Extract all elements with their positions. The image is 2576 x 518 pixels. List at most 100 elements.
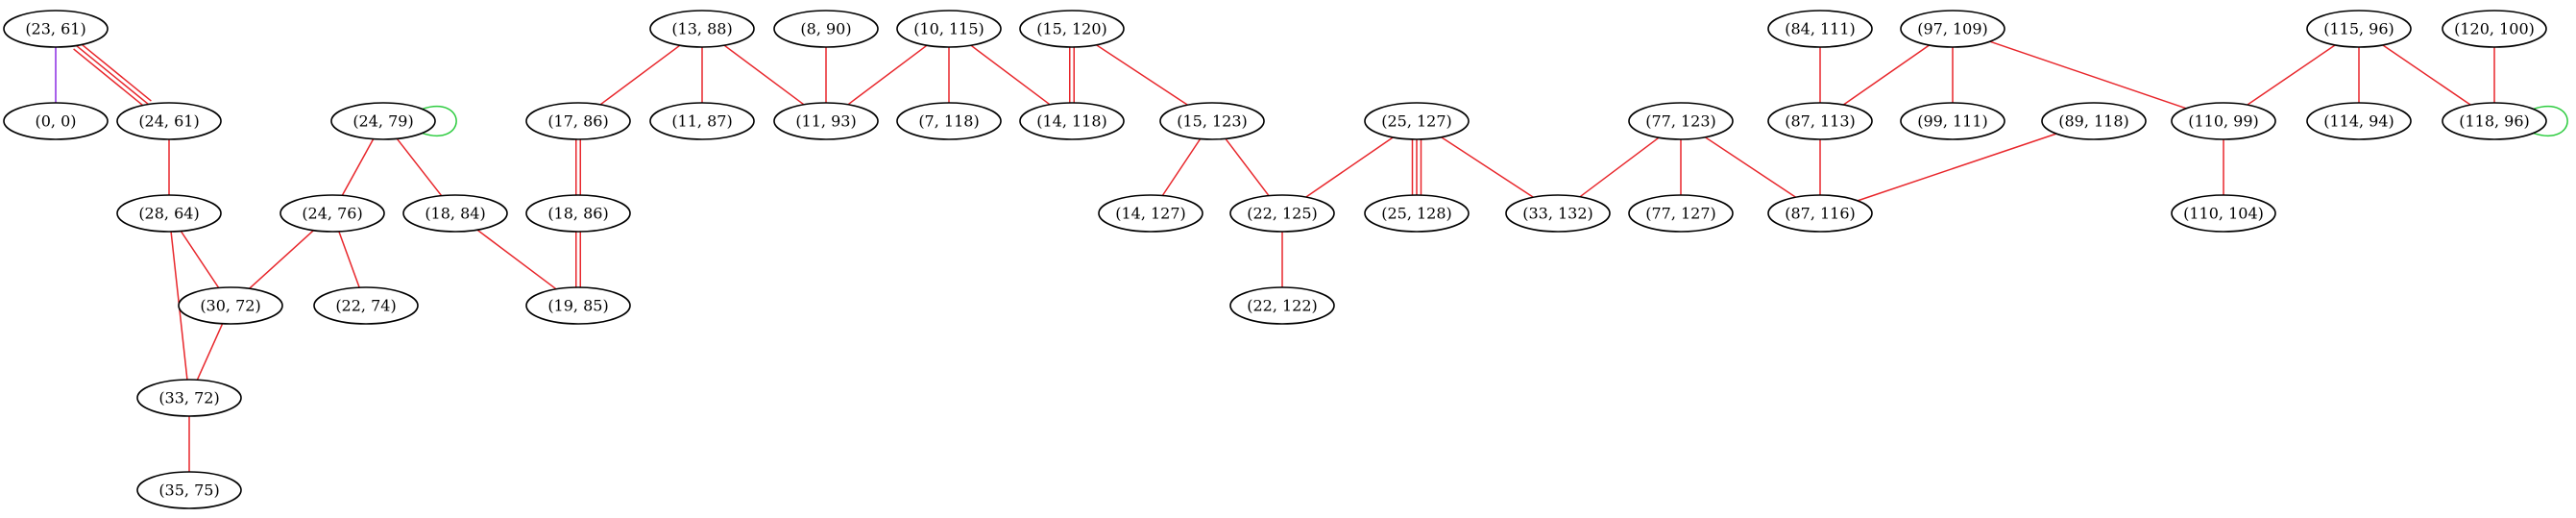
node-label-18_86: (18, 86) — [547, 205, 608, 223]
node-ellipse-87_116 — [1767, 194, 1873, 233]
node-label-110_99: (110, 99) — [2188, 112, 2259, 131]
node-ellipse-87_113 — [1767, 102, 1873, 140]
node-17_86: (17, 86) — [525, 102, 631, 140]
node-23_61: (23, 61) — [3, 10, 109, 48]
edges-layer — [55, 40, 2568, 472]
node-label-33_132: (33, 132) — [1522, 205, 1593, 223]
node-19_85: (19, 85) — [525, 286, 631, 325]
node-14_118: (14, 118) — [1019, 102, 1125, 140]
node-8_90: (8, 90) — [773, 10, 879, 48]
edge-10_115-to-11_93 — [847, 44, 928, 106]
node-label-114_94: (114, 94) — [2323, 112, 2394, 131]
node-label-24_76: (24, 76) — [302, 205, 362, 223]
node-114_94: (114, 94) — [2306, 102, 2412, 140]
node-ellipse-14_118 — [1019, 102, 1125, 140]
node-label-35_75: (35, 75) — [158, 481, 219, 500]
node-label-30_72: (30, 72) — [200, 297, 260, 315]
node-0_0: (0, 0) — [3, 102, 109, 140]
node-label-18_84: (18, 84) — [425, 205, 485, 223]
node-label-115_96: (115, 96) — [2323, 20, 2394, 38]
node-ellipse-28_64 — [116, 194, 222, 233]
node-84_111: (84, 111) — [1767, 10, 1873, 48]
node-28_64: (28, 64) — [116, 194, 222, 233]
node-18_86: (18, 86) — [525, 194, 631, 233]
node-24_61: (24, 61) — [116, 102, 222, 140]
node-99_111: (99, 111) — [1900, 102, 2005, 140]
node-label-11_93: (11, 93) — [795, 112, 856, 131]
node-ellipse-22_125 — [1229, 194, 1335, 233]
node-ellipse-19_85 — [525, 286, 631, 325]
node-22_122: (22, 122) — [1229, 286, 1335, 325]
node-label-22_122: (22, 122) — [1247, 297, 1318, 315]
node-label-7_118: (7, 118) — [918, 112, 979, 131]
node-11_93: (11, 93) — [773, 102, 879, 140]
node-ellipse-99_111 — [1900, 102, 2005, 140]
node-ellipse-18_84 — [402, 194, 508, 233]
node-118_96: (118, 96) — [2442, 102, 2547, 140]
node-label-24_79: (24, 79) — [352, 112, 413, 131]
node-ellipse-25_127 — [1364, 102, 1470, 140]
node-ellipse-11_87 — [649, 102, 755, 140]
node-97_109: (97, 109) — [1900, 10, 2005, 48]
node-label-14_127: (14, 127) — [1115, 205, 1186, 223]
node-label-15_123: (15, 123) — [1177, 112, 1248, 131]
node-label-11_87: (11, 87) — [671, 112, 732, 131]
node-ellipse-114_94 — [2306, 102, 2412, 140]
edge-15_123-to-14_127 — [1161, 138, 1202, 196]
node-ellipse-24_79 — [330, 102, 436, 140]
node-ellipse-118_96 — [2442, 102, 2547, 140]
node-30_72: (30, 72) — [178, 286, 283, 325]
node-label-99_111: (99, 111) — [1917, 112, 1988, 131]
node-33_132: (33, 132) — [1505, 194, 1611, 233]
node-ellipse-110_104 — [2171, 194, 2276, 233]
node-ellipse-13_88 — [649, 10, 755, 48]
edge-self-loop-24_79 — [422, 106, 457, 136]
edge-23_61-to-24_61-2 — [75, 44, 150, 106]
node-77_123: (77, 123) — [1628, 102, 1734, 140]
edge-15_120-to-15_123 — [1096, 44, 1188, 106]
node-7_118: (7, 118) — [896, 102, 1002, 140]
node-ellipse-115_96 — [2306, 10, 2412, 48]
node-label-0_0: (0, 0) — [35, 112, 76, 131]
edge-25_127-to-33_132 — [1441, 136, 1534, 198]
edge-30_72-to-33_72 — [196, 323, 224, 381]
edge-24_76-to-22_74 — [338, 231, 360, 288]
node-label-13_88: (13, 88) — [671, 20, 732, 38]
node-ellipse-24_61 — [116, 102, 222, 140]
node-87_113: (87, 113) — [1767, 102, 1873, 140]
node-ellipse-77_123 — [1628, 102, 1734, 140]
node-label-24_61: (24, 61) — [138, 112, 199, 131]
edge-13_88-to-11_93 — [723, 44, 805, 106]
node-ellipse-22_122 — [1229, 286, 1335, 325]
node-22_125: (22, 125) — [1229, 194, 1335, 233]
node-ellipse-35_75 — [136, 471, 242, 509]
node-ellipse-8_90 — [773, 10, 879, 48]
node-87_116: (87, 116) — [1767, 194, 1873, 233]
edge-24_79-to-24_76 — [341, 138, 375, 196]
node-110_99: (110, 99) — [2171, 102, 2276, 140]
node-89_118: (89, 118) — [2041, 102, 2147, 140]
node-label-77_127: (77, 127) — [1645, 205, 1716, 223]
edge-23_61-to-24_61-3 — [73, 48, 147, 109]
node-ellipse-77_127 — [1628, 194, 1734, 233]
node-label-14_118: (14, 118) — [1036, 112, 1107, 131]
edge-77_123-to-33_132 — [1579, 136, 1660, 198]
node-label-84_111: (84, 111) — [1785, 20, 1856, 38]
node-label-25_128: (25, 128) — [1381, 205, 1452, 223]
node-115_96: (115, 96) — [2306, 10, 2412, 48]
edge-self-loop-118_96 — [2533, 106, 2568, 136]
node-ellipse-7_118 — [896, 102, 1002, 140]
edge-13_88-to-17_86 — [599, 44, 681, 106]
node-label-28_64: (28, 64) — [138, 205, 199, 223]
node-label-87_113: (87, 113) — [1785, 112, 1856, 131]
edge-77_123-to-87_116 — [1704, 136, 1797, 198]
edge-25_127-to-22_125 — [1305, 136, 1394, 198]
edge-115_96-to-118_96 — [2382, 44, 2471, 106]
node-label-77_123: (77, 123) — [1645, 112, 1716, 131]
node-ellipse-25_128 — [1364, 194, 1470, 233]
node-ellipse-24_76 — [279, 194, 385, 233]
node-ellipse-15_120 — [1019, 10, 1125, 48]
node-ellipse-33_132 — [1505, 194, 1611, 233]
node-label-110_104: (110, 104) — [2183, 205, 2264, 223]
